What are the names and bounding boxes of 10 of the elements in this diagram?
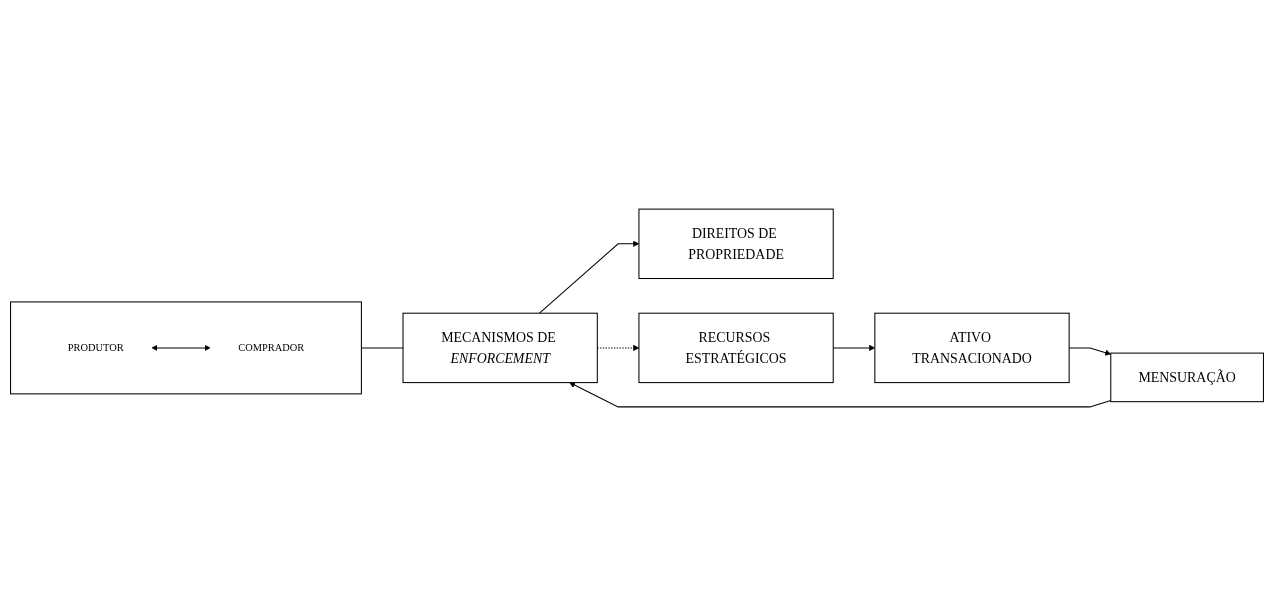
node-text: PRODUTOR: [67, 342, 124, 354]
node-box: ATIVO TRANSACIONADO: [874, 312, 1070, 384]
arrow: [569, 382, 1112, 408]
node-box: RECURSOS ESTRATÉGICOS: [638, 312, 834, 384]
cluster: [10, 301, 362, 395]
arrow: [151, 344, 211, 351]
node-box: DIREITOS DE PROPRIEDADE: [638, 208, 834, 280]
node-box: MECANISMOS DE ENFORCEMENT: [402, 312, 598, 384]
node-box: MENSURAÇÃO: [1110, 352, 1264, 403]
node-text: COMPRADOR: [238, 342, 305, 354]
